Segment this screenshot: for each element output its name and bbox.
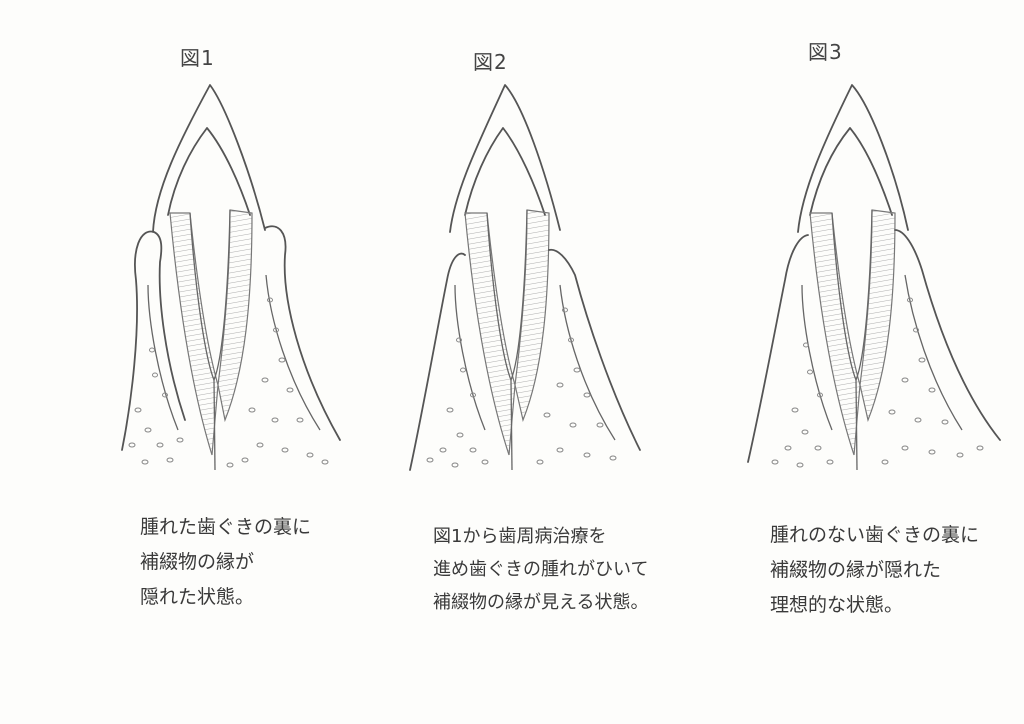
caption-line: 腫れのない歯ぐきの裏に	[770, 524, 980, 546]
bone-texture	[426, 307, 617, 468]
caption-line: 補綴物の縁が見える状態。	[433, 592, 649, 613]
caption-line: 補綴物の縁が	[140, 551, 255, 573]
caption-line: 進め歯ぐきの腫れがひいて	[433, 559, 649, 580]
caption-line: 図1から歯周病治療を	[433, 526, 607, 547]
figure-2: 図2	[355, 0, 675, 724]
caption-line: 補綴物の縁が隠れた	[770, 559, 942, 581]
figure-3: 図3	[690, 0, 1010, 724]
figure-title: 図1	[180, 46, 215, 70]
figure-caption: 図1から歯周病治療を 進め歯ぐきの腫れがひいて 補綴物の縁が見える状態。	[433, 520, 648, 619]
figure-title: 図3	[808, 40, 843, 64]
figure-caption: 腫れた歯ぐきの裏に 補綴物の縁が 隠れた状態。	[140, 510, 311, 615]
bone-texture	[771, 297, 984, 468]
tooth-illustration-receded-gum	[409, 84, 641, 471]
tooth-illustration-ideal-gum	[747, 84, 1001, 471]
caption-line: 理想的な状態。	[770, 594, 904, 616]
figure-title: 図2	[473, 50, 508, 74]
figure-1: 図1	[20, 0, 341, 724]
tooth-illustration-swollen-gum	[121, 84, 341, 471]
caption-line: 隠れた状態。	[140, 586, 255, 608]
bone-texture	[128, 297, 329, 468]
figure-caption: 腫れのない歯ぐきの裏に 補綴物の縁が隠れた 理想的な状態。	[770, 518, 979, 623]
caption-line: 腫れた歯ぐきの裏に	[140, 516, 312, 538]
